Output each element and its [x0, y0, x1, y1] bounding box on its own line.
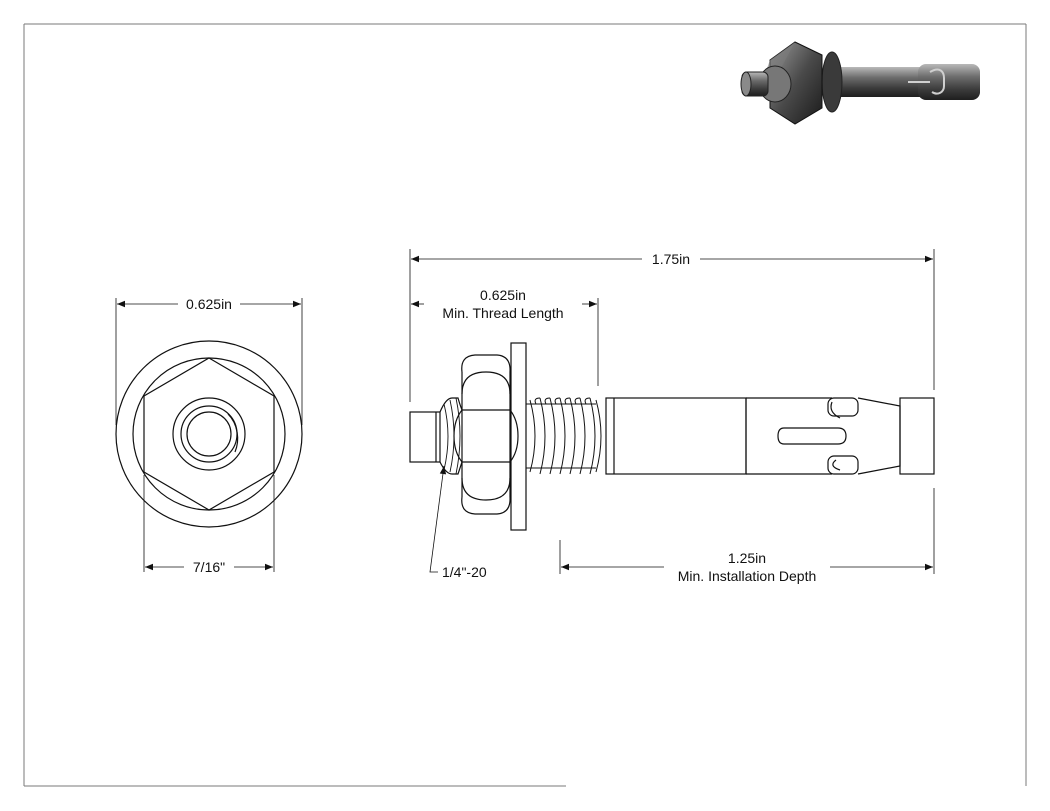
- washer-side: [510, 342, 527, 531]
- nut-chamfer-circle: [132, 357, 286, 511]
- expansion-clip: [777, 397, 901, 475]
- thread-size-callout: 1/4"-20: [429, 465, 487, 580]
- bolt-tip: [409, 411, 441, 463]
- cone-end: [899, 397, 935, 475]
- hex-flats-dimension: 7/16": [143, 475, 275, 575]
- thread-length-dimension: 0.625in Min. Thread Length: [411, 287, 599, 386]
- isometric-view: [740, 41, 980, 125]
- anchor-body: [605, 397, 832, 475]
- install-depth-dimension: 1.25in Min. Installation Depth: [559, 488, 935, 584]
- side-view: [409, 342, 935, 531]
- washer-outline: [115, 340, 303, 528]
- washer-diameter-dimension: 0.625in: [115, 296, 303, 425]
- thread-size-label: 1/4"-20: [442, 564, 487, 580]
- sheet-border: [23, 23, 1027, 787]
- thread-length-caption: Min. Thread Length: [442, 305, 563, 321]
- hex-nut-outline: [143, 357, 275, 511]
- hex-nut-side: [453, 354, 519, 515]
- install-depth-value: 1.25in: [728, 550, 766, 566]
- overall-length-label: 1.75in: [652, 251, 690, 267]
- end-view: [115, 340, 303, 528]
- washer-diameter-label: 0.625in: [186, 296, 232, 312]
- threaded-shank: [526, 397, 602, 475]
- hex-flats-label: 7/16": [193, 559, 225, 575]
- install-depth-caption: Min. Installation Depth: [678, 568, 817, 584]
- thread-major-circle: [172, 397, 246, 471]
- thread-length-value: 0.625in: [480, 287, 526, 303]
- overall-length-dimension: 1.75in: [409, 249, 935, 402]
